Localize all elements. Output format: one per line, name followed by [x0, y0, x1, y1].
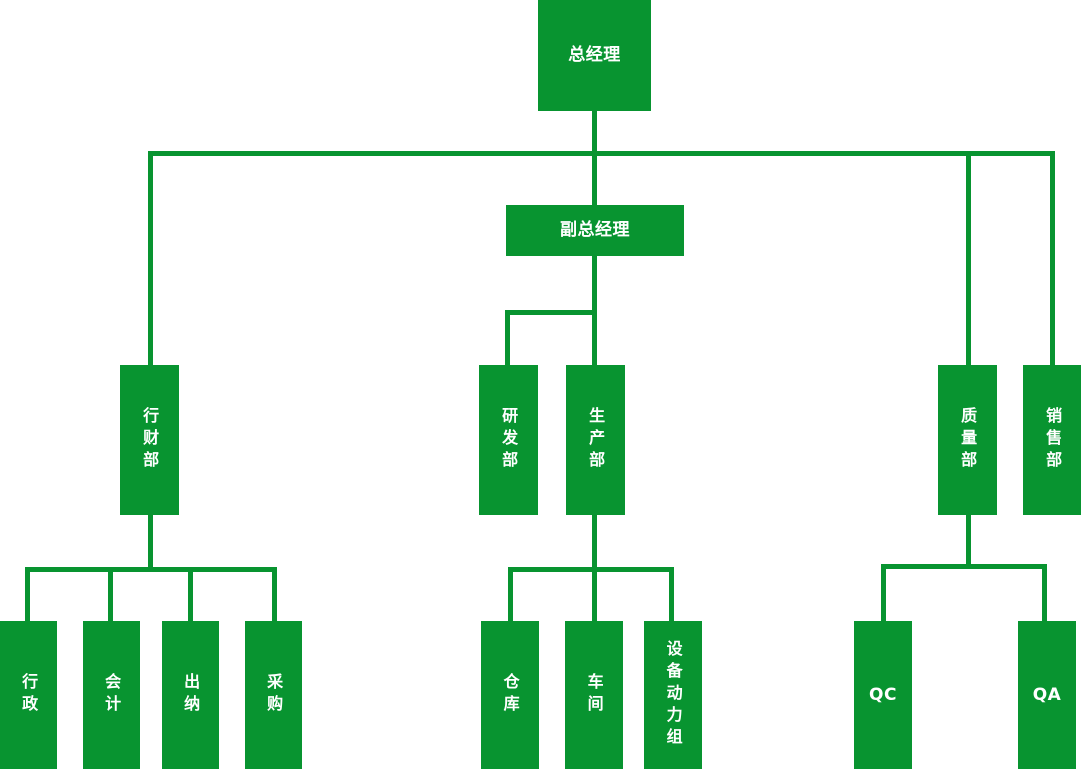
node-label-accounting: 会计	[102, 673, 122, 717]
node-label-workshop: 车间	[584, 673, 604, 717]
connector-bus-to-production	[592, 310, 597, 367]
connector-deputy-gm-bus	[505, 310, 597, 315]
node-quality-dept[interactable]: 质量部	[938, 365, 997, 515]
connector-bus-to-admin-fin	[148, 151, 153, 367]
node-label-quality-dept: 质量部	[958, 407, 978, 473]
node-label-administration: 行政	[19, 673, 39, 717]
connector-admin-fin-stem	[148, 513, 153, 571]
node-equipment-power-group[interactable]: 设备动力组	[644, 621, 702, 769]
connector-admin-fin-bus	[25, 567, 277, 572]
node-cashier[interactable]: 出纳	[162, 621, 219, 769]
node-label-qc: QC	[869, 684, 897, 705]
connector-bus-to-warehouse	[508, 567, 513, 623]
node-label-production-dept: 生产部	[586, 407, 606, 473]
connector-quality-stem	[966, 513, 971, 568]
connector-gm-stem	[592, 110, 597, 156]
node-deputy-general-manager[interactable]: 副总经理	[506, 205, 684, 256]
node-label-deputy-general-manager: 副总经理	[560, 220, 630, 241]
connector-production-bus	[508, 567, 674, 572]
node-label-qa: QA	[1032, 684, 1062, 705]
node-accounting[interactable]: 会计	[83, 621, 140, 769]
connector-bus-to-qa	[1042, 564, 1047, 623]
node-general-manager[interactable]: 总经理	[538, 0, 651, 111]
node-label-warehouse: 仓库	[500, 673, 520, 717]
connector-bus-to-workshop	[592, 567, 597, 623]
node-rnd-dept[interactable]: 研发部	[479, 365, 538, 515]
connector-bus-to-quality	[966, 151, 971, 367]
connector-bus-to-equipment	[669, 567, 674, 623]
node-label-sales-dept: 销售部	[1043, 407, 1063, 473]
connector-level1-bus	[148, 151, 1055, 156]
connector-bus-to-admin	[25, 567, 30, 623]
node-admin-finance-dept[interactable]: 行财部	[120, 365, 179, 515]
connector-bus-to-deputy-gm	[592, 151, 597, 207]
node-sales-dept[interactable]: 销售部	[1023, 365, 1081, 515]
connector-deputy-gm-stem	[592, 255, 597, 315]
node-administration[interactable]: 行政	[0, 621, 57, 769]
node-qa[interactable]: QA	[1018, 621, 1076, 769]
node-warehouse[interactable]: 仓库	[481, 621, 539, 769]
node-workshop[interactable]: 车间	[565, 621, 623, 769]
connector-bus-to-sales	[1050, 151, 1055, 367]
node-label-general-manager: 总经理	[568, 45, 621, 66]
connector-bus-to-purchasing	[272, 567, 277, 623]
connector-production-stem	[592, 513, 597, 571]
connector-bus-to-accounting	[108, 567, 113, 623]
node-label-cashier: 出纳	[181, 673, 201, 717]
node-label-purchasing: 采购	[264, 673, 284, 717]
node-label-rnd-dept: 研发部	[499, 407, 519, 473]
connector-bus-to-rnd	[505, 310, 510, 367]
node-purchasing[interactable]: 采购	[245, 621, 302, 769]
connector-bus-to-cashier	[188, 567, 193, 623]
connector-bus-to-qc	[881, 564, 886, 623]
node-qc[interactable]: QC	[854, 621, 912, 769]
connector-quality-bus	[881, 564, 1047, 569]
node-label-admin-finance-dept: 行财部	[140, 407, 160, 473]
node-production-dept[interactable]: 生产部	[566, 365, 625, 515]
node-label-equipment-power-group: 设备动力组	[663, 640, 683, 750]
